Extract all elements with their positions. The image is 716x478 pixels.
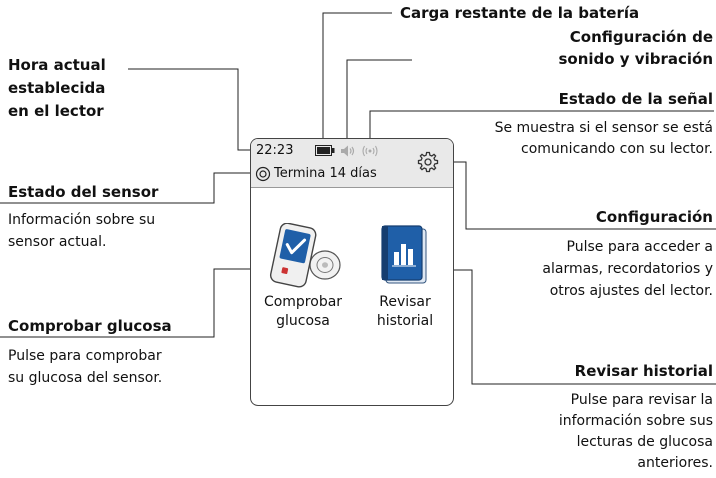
reader-sensor-icon — [269, 223, 341, 288]
battery-icon — [315, 145, 335, 156]
signal-icon — [362, 145, 378, 157]
history-callout-desc-1: Pulse para revisar la — [570, 392, 713, 408]
check-glucose-label-2: glucosa — [276, 313, 330, 329]
review-history-label-2: historial — [376, 313, 434, 329]
sensor-callout-desc-2: sensor actual. — [8, 234, 107, 250]
signal-callout-desc-2: comunicando con su lector. — [521, 141, 713, 157]
time-callout-title-2: establecida — [8, 79, 106, 97]
check-glucose-label-1: Comprobar — [263, 294, 343, 310]
sound-callout-title-1: Configuración de — [569, 28, 713, 46]
signal-callout-desc-1: Se muestra si el sensor se está — [494, 120, 713, 136]
settings-callout-title: Configuración — [595, 208, 713, 226]
current-time: 22:23 — [256, 143, 294, 158]
sensor-status-text: Termina 14 días — [274, 166, 377, 181]
check-callout-title: Comprobar glucosa — [8, 317, 172, 335]
speaker-icon — [341, 145, 355, 157]
status-bar: 22:23 — [251, 139, 453, 188]
battery-callout-title: Carga restante de la batería — [400, 4, 640, 22]
sound-callout-title-2: sonido y vibración — [558, 50, 713, 68]
gear-icon[interactable] — [417, 151, 439, 173]
check-callout-desc-1: Pulse para comprobar — [8, 348, 162, 364]
history-callout-desc-2: información sobre sus — [558, 413, 713, 429]
history-callout-desc-4: anteriores. — [637, 455, 713, 471]
reader-device-screen: 22:23 — [250, 138, 454, 406]
sensor-callout-desc-1: Información sobre su — [8, 212, 156, 228]
review-history-label-1: Revisar — [379, 294, 431, 310]
time-callout-title-3: en el lector — [8, 102, 104, 120]
settings-callout-desc-2: alarmas, recordatorios y — [542, 261, 713, 277]
history-book-icon — [381, 225, 427, 284]
check-callout-desc-2: su glucosa del sensor. — [8, 370, 163, 386]
signal-callout-title: Estado de la señal — [558, 90, 713, 108]
review-history-button[interactable]: Revisar historial — [355, 223, 453, 349]
history-callout-title: Revisar historial — [574, 362, 713, 380]
history-callout-desc-3: lecturas de glucosa — [576, 434, 713, 450]
settings-callout-desc-1: Pulse para acceder a — [566, 239, 713, 255]
sensor-callout-title: Estado del sensor — [8, 183, 159, 201]
time-callout-title-1: Hora actual — [8, 56, 106, 74]
settings-callout-desc-3: otros ajustes del lector. — [549, 283, 713, 299]
sensor-icon — [255, 166, 271, 182]
check-glucose-button[interactable]: Comprobar glucosa — [251, 223, 355, 349]
